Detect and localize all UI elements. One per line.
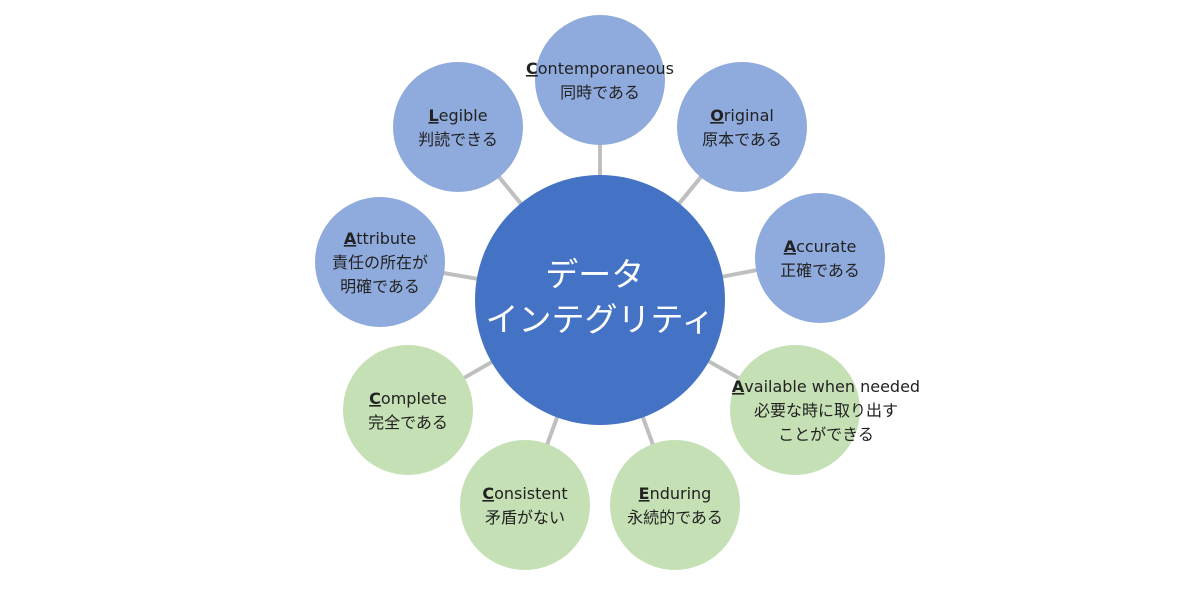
node-desc-available-1: 必要な時に取り出す [754,401,898,420]
connector-enduring [640,414,656,447]
node-title-rest-complete: omplete [381,389,447,408]
node-circle-complete [343,345,473,475]
node-circle-enduring [610,440,740,570]
node-initial-consistent: C [482,484,494,503]
node-title-rest-enduring: nduring [650,484,712,503]
node-title-rest-consistent: onsistent [494,484,568,503]
node-desc-attribute-1: 責任の所在が [332,253,428,272]
node-title-legible: Legible [428,106,487,125]
node-original: Original 原本である [677,62,807,192]
node-initial-available: A [732,377,745,396]
node-label-contemporaneous: Contemporaneous 同時である [526,59,674,102]
center-label-line-1: データ [545,255,644,294]
connector-complete [461,359,495,381]
node-title-accurate: Accurate [784,237,857,256]
node-title-original: Original [710,106,774,125]
node-attribute: Attribute 責任の所在が明確である [315,197,445,327]
node-desc-consistent-1: 矛盾がない [485,508,565,527]
node-label-attribute: Attribute 責任の所在が明確である [332,229,428,296]
node-circle-accurate [755,193,885,323]
node-desc-contemporaneous-1: 同時である [560,83,640,102]
connector-legible [496,174,524,207]
node-initial-legible: L [428,106,438,125]
node-accurate: Accurate 正確である [755,193,885,323]
node-available: Available when needed 必要な時に取り出すことができる [730,345,920,475]
node-label-accurate: Accurate 正確である [780,237,860,280]
center-circle [475,175,725,425]
node-title-rest-attribute: ttribute [356,229,416,248]
center-node: データ インテグリティ [475,175,725,425]
node-desc-available-2: ことができる [778,425,874,444]
node-circle-contemporaneous [535,15,665,145]
node-initial-attribute: A [344,229,357,248]
connector-attribute [441,270,480,282]
node-circle-attribute [315,197,445,327]
node-initial-enduring: E [639,484,650,503]
connectors [441,143,759,447]
node-circle-legible [393,62,523,192]
node-title-rest-legible: egible [439,106,488,125]
node-title-complete: Complete [369,389,447,408]
node-title-contemporaneous: Contemporaneous [526,59,674,78]
node-desc-legible-1: 判読できる [418,130,498,149]
nodes: Contemporaneous 同時である Original 原本である Accurat… [315,15,920,570]
node-desc-attribute-2: 明確である [340,277,420,296]
node-circle-available [730,345,860,475]
connector-available [706,358,742,381]
node-consistent: Consistent 矛盾がない [460,440,590,570]
node-desc-complete-1: 完全である [368,413,448,432]
node-title-rest-original: riginal [724,106,774,125]
node-title-rest-contemporaneous: ontemporaneous [538,59,674,78]
node-complete: Complete 完全である [343,345,473,475]
connector-accurate [720,267,759,279]
node-initial-complete: C [369,389,381,408]
node-label-legible: Legible 判読できる [418,106,498,149]
node-desc-accurate-1: 正確である [780,261,860,280]
node-title-rest-accurate: ccurate [796,237,856,256]
node-legible: Legible 判読できる [393,62,523,192]
connector-consistent [544,414,560,447]
node-desc-original-1: 原本である [702,130,782,149]
node-label-enduring: Enduring 永続的である [627,484,723,527]
node-title-rest-available: vailable when needed [744,377,920,396]
node-label-consistent: Consistent 矛盾がない [482,484,567,527]
node-title-consistent: Consistent [482,484,567,503]
center-label-line-2: インテグリティ [485,300,714,339]
node-initial-accurate: A [784,237,797,256]
node-label-complete: Complete 完全である [368,389,448,432]
node-enduring: Enduring 永続的である [610,440,740,570]
node-initial-contemporaneous: C [526,59,538,78]
node-title-attribute: Attribute [344,229,416,248]
node-title-available: Available when needed [732,377,920,396]
center-label: データ インテグリティ [485,255,714,339]
node-label-available: Available when needed 必要な時に取り出すことができる [732,377,920,444]
node-initial-original: O [710,106,724,125]
node-label-original: Original 原本である [702,106,782,149]
node-circle-original [677,62,807,192]
node-contemporaneous: Contemporaneous 同時である [526,15,674,145]
node-desc-enduring-1: 永続的である [627,508,723,527]
connector-original [676,174,704,207]
node-title-enduring: Enduring [639,484,712,503]
node-circle-consistent [460,440,590,570]
